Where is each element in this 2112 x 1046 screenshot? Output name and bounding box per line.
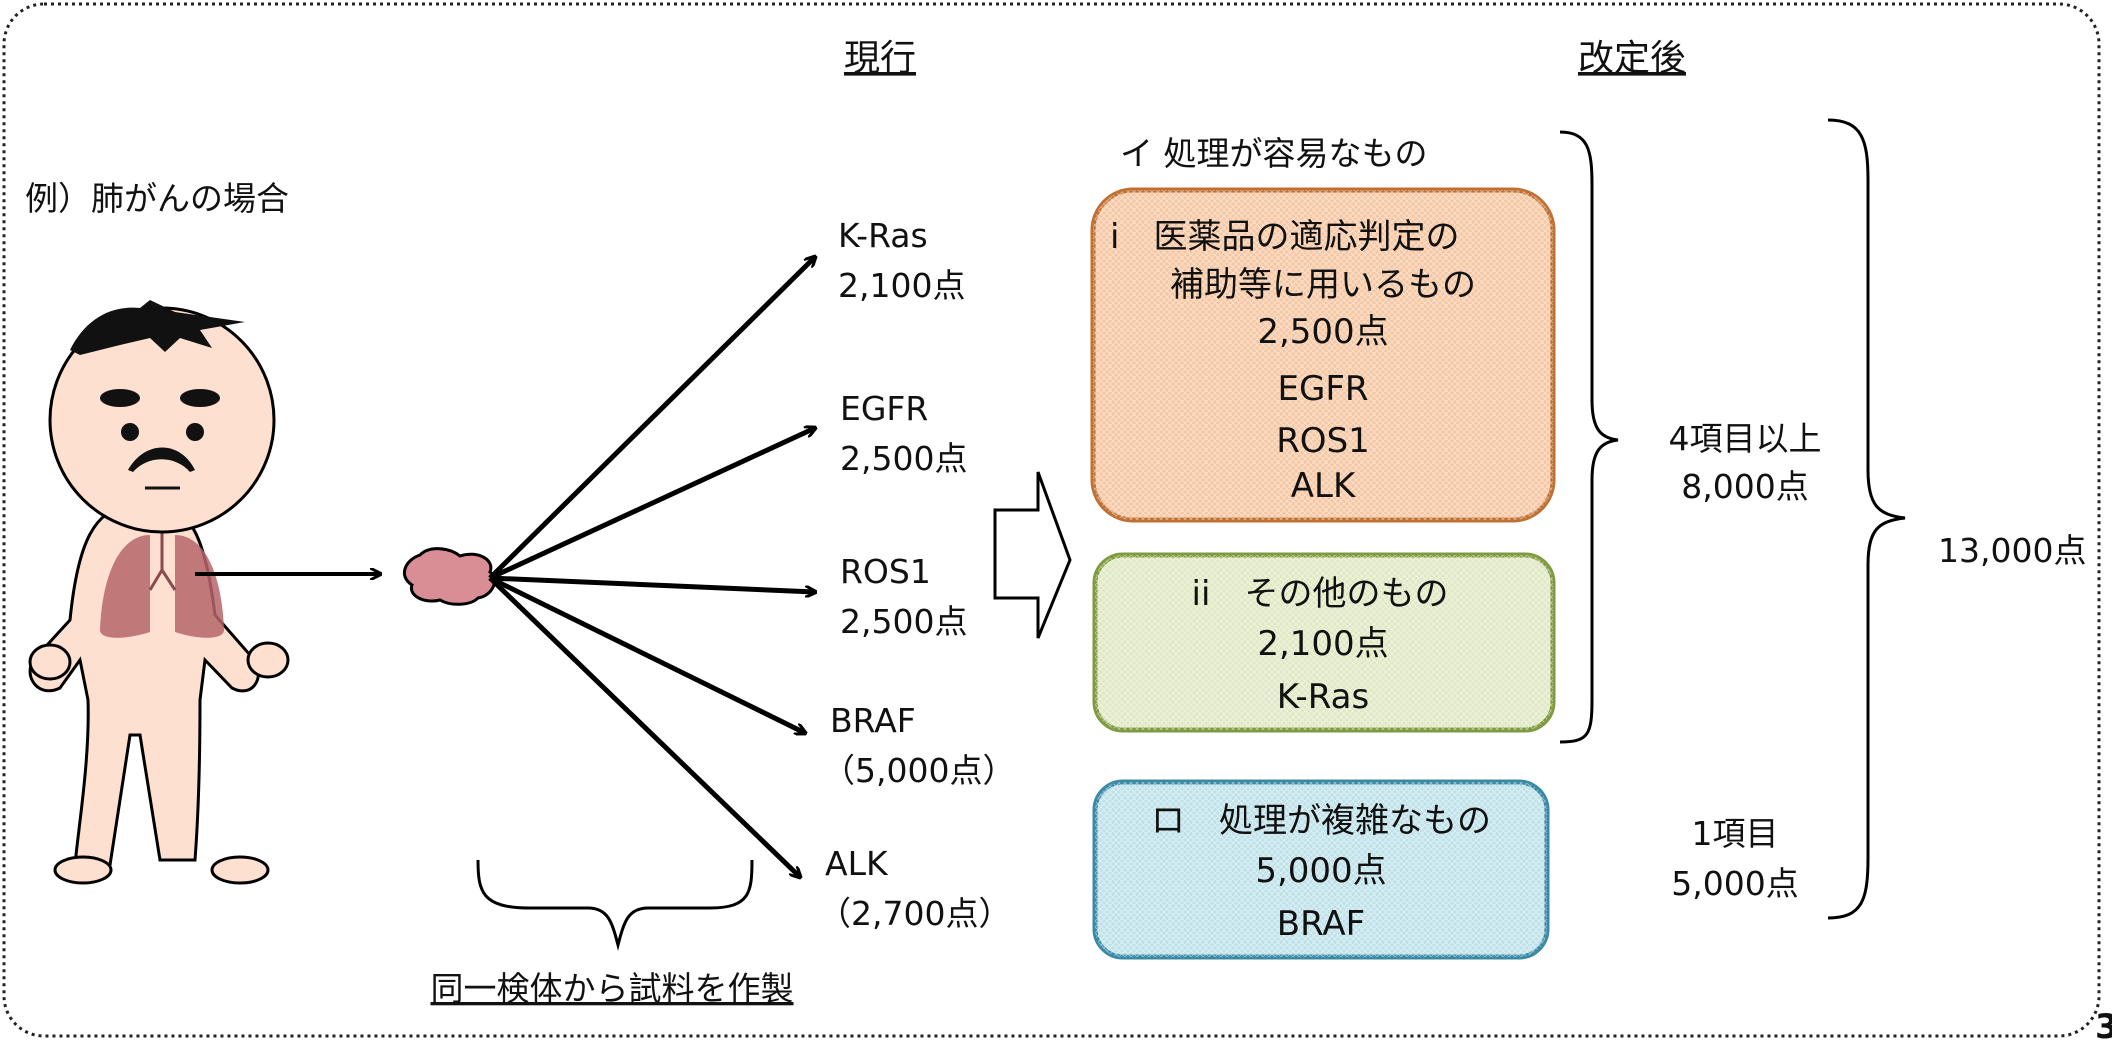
arrow-braf bbox=[488, 575, 805, 733]
arrow-kras bbox=[488, 257, 815, 580]
summary-ro-line1: 1項目 bbox=[1692, 814, 1779, 853]
current-item-name: ALK bbox=[825, 844, 889, 883]
example-label: 例）肺がんの場合 bbox=[25, 179, 289, 218]
lung-left bbox=[100, 535, 150, 638]
box-blue-line1: ロ 処理が複雑なもの bbox=[1151, 801, 1491, 841]
current-item-name: ROS1 bbox=[840, 552, 931, 591]
box-orange-item: EGFR bbox=[1277, 369, 1368, 409]
left-foot bbox=[53, 855, 113, 885]
current-item-name: EGFR bbox=[840, 389, 928, 428]
header-revised: 改定後 bbox=[1578, 38, 1686, 79]
current-item-name: K-Ras bbox=[838, 216, 928, 255]
patient-illustration bbox=[28, 300, 380, 885]
current-item-points: （5,000点） bbox=[822, 751, 1015, 790]
current-item-points: 2,500点 bbox=[840, 602, 967, 641]
right-hand bbox=[246, 641, 290, 679]
box-blue-item: BRAF bbox=[1277, 904, 1365, 944]
box-companion-diagnostics: i 医薬品の適応判定の 補助等に用いるもの 2,500点 EGFR ROS1 A… bbox=[1090, 187, 1556, 523]
hair bbox=[70, 300, 245, 355]
right-foot bbox=[210, 855, 270, 885]
box-green-item: K-Ras bbox=[1277, 677, 1369, 717]
arrow-alk bbox=[488, 576, 800, 877]
box-orange-item: ROS1 bbox=[1276, 421, 1370, 461]
tumor-sample-icon bbox=[402, 547, 496, 606]
current-item-points: （2,700点） bbox=[818, 894, 1011, 933]
category-i-title: イ 処理が容易なもの bbox=[1120, 134, 1428, 173]
total-points: 13,000点 bbox=[1938, 531, 2086, 570]
arrow-ros1 bbox=[489, 575, 815, 592]
box-orange-line1: i 医薬品の適応判定の bbox=[1110, 217, 1459, 257]
left-hand bbox=[28, 643, 72, 681]
page-number: 34 bbox=[2095, 1007, 2112, 1042]
sample-brace bbox=[476, 859, 754, 951]
header-current: 現行 bbox=[844, 38, 916, 79]
summary-i-line1: 4項目以上 bbox=[1669, 419, 1822, 458]
box-orange-line2: 補助等に用いるもの bbox=[1170, 265, 1476, 305]
current-item-name: BRAF bbox=[830, 701, 916, 740]
transition-arrow bbox=[993, 471, 1072, 639]
summary-ro-line2: 5,000点 bbox=[1671, 864, 1798, 903]
summary-i-line2: 8,000点 bbox=[1681, 467, 1808, 506]
sample-note: 同一検体から試料を作製 bbox=[431, 969, 794, 1008]
box-green-line1: ii その他のもの bbox=[1192, 574, 1449, 614]
box-complex-processing: ロ 処理が複雑なもの 5,000点 BRAF bbox=[1092, 779, 1550, 960]
box-green-points: 2,100点 bbox=[1257, 624, 1388, 664]
current-item-points: 2,100点 bbox=[838, 266, 965, 305]
box-blue-points: 5,000点 bbox=[1255, 851, 1386, 891]
total-brace bbox=[1827, 118, 1906, 920]
arrow-egfr bbox=[488, 428, 815, 581]
current-item-points: 2,500点 bbox=[840, 439, 967, 478]
mouth bbox=[128, 447, 195, 472]
fanout-arrows bbox=[488, 257, 815, 877]
category-i-brace bbox=[1559, 130, 1619, 744]
lung-right bbox=[175, 535, 224, 638]
box-orange-points: 2,500点 bbox=[1257, 312, 1388, 352]
box-other: ii その他のもの 2,100点 K-Ras bbox=[1092, 552, 1556, 733]
box-orange-item: ALK bbox=[1291, 466, 1357, 506]
